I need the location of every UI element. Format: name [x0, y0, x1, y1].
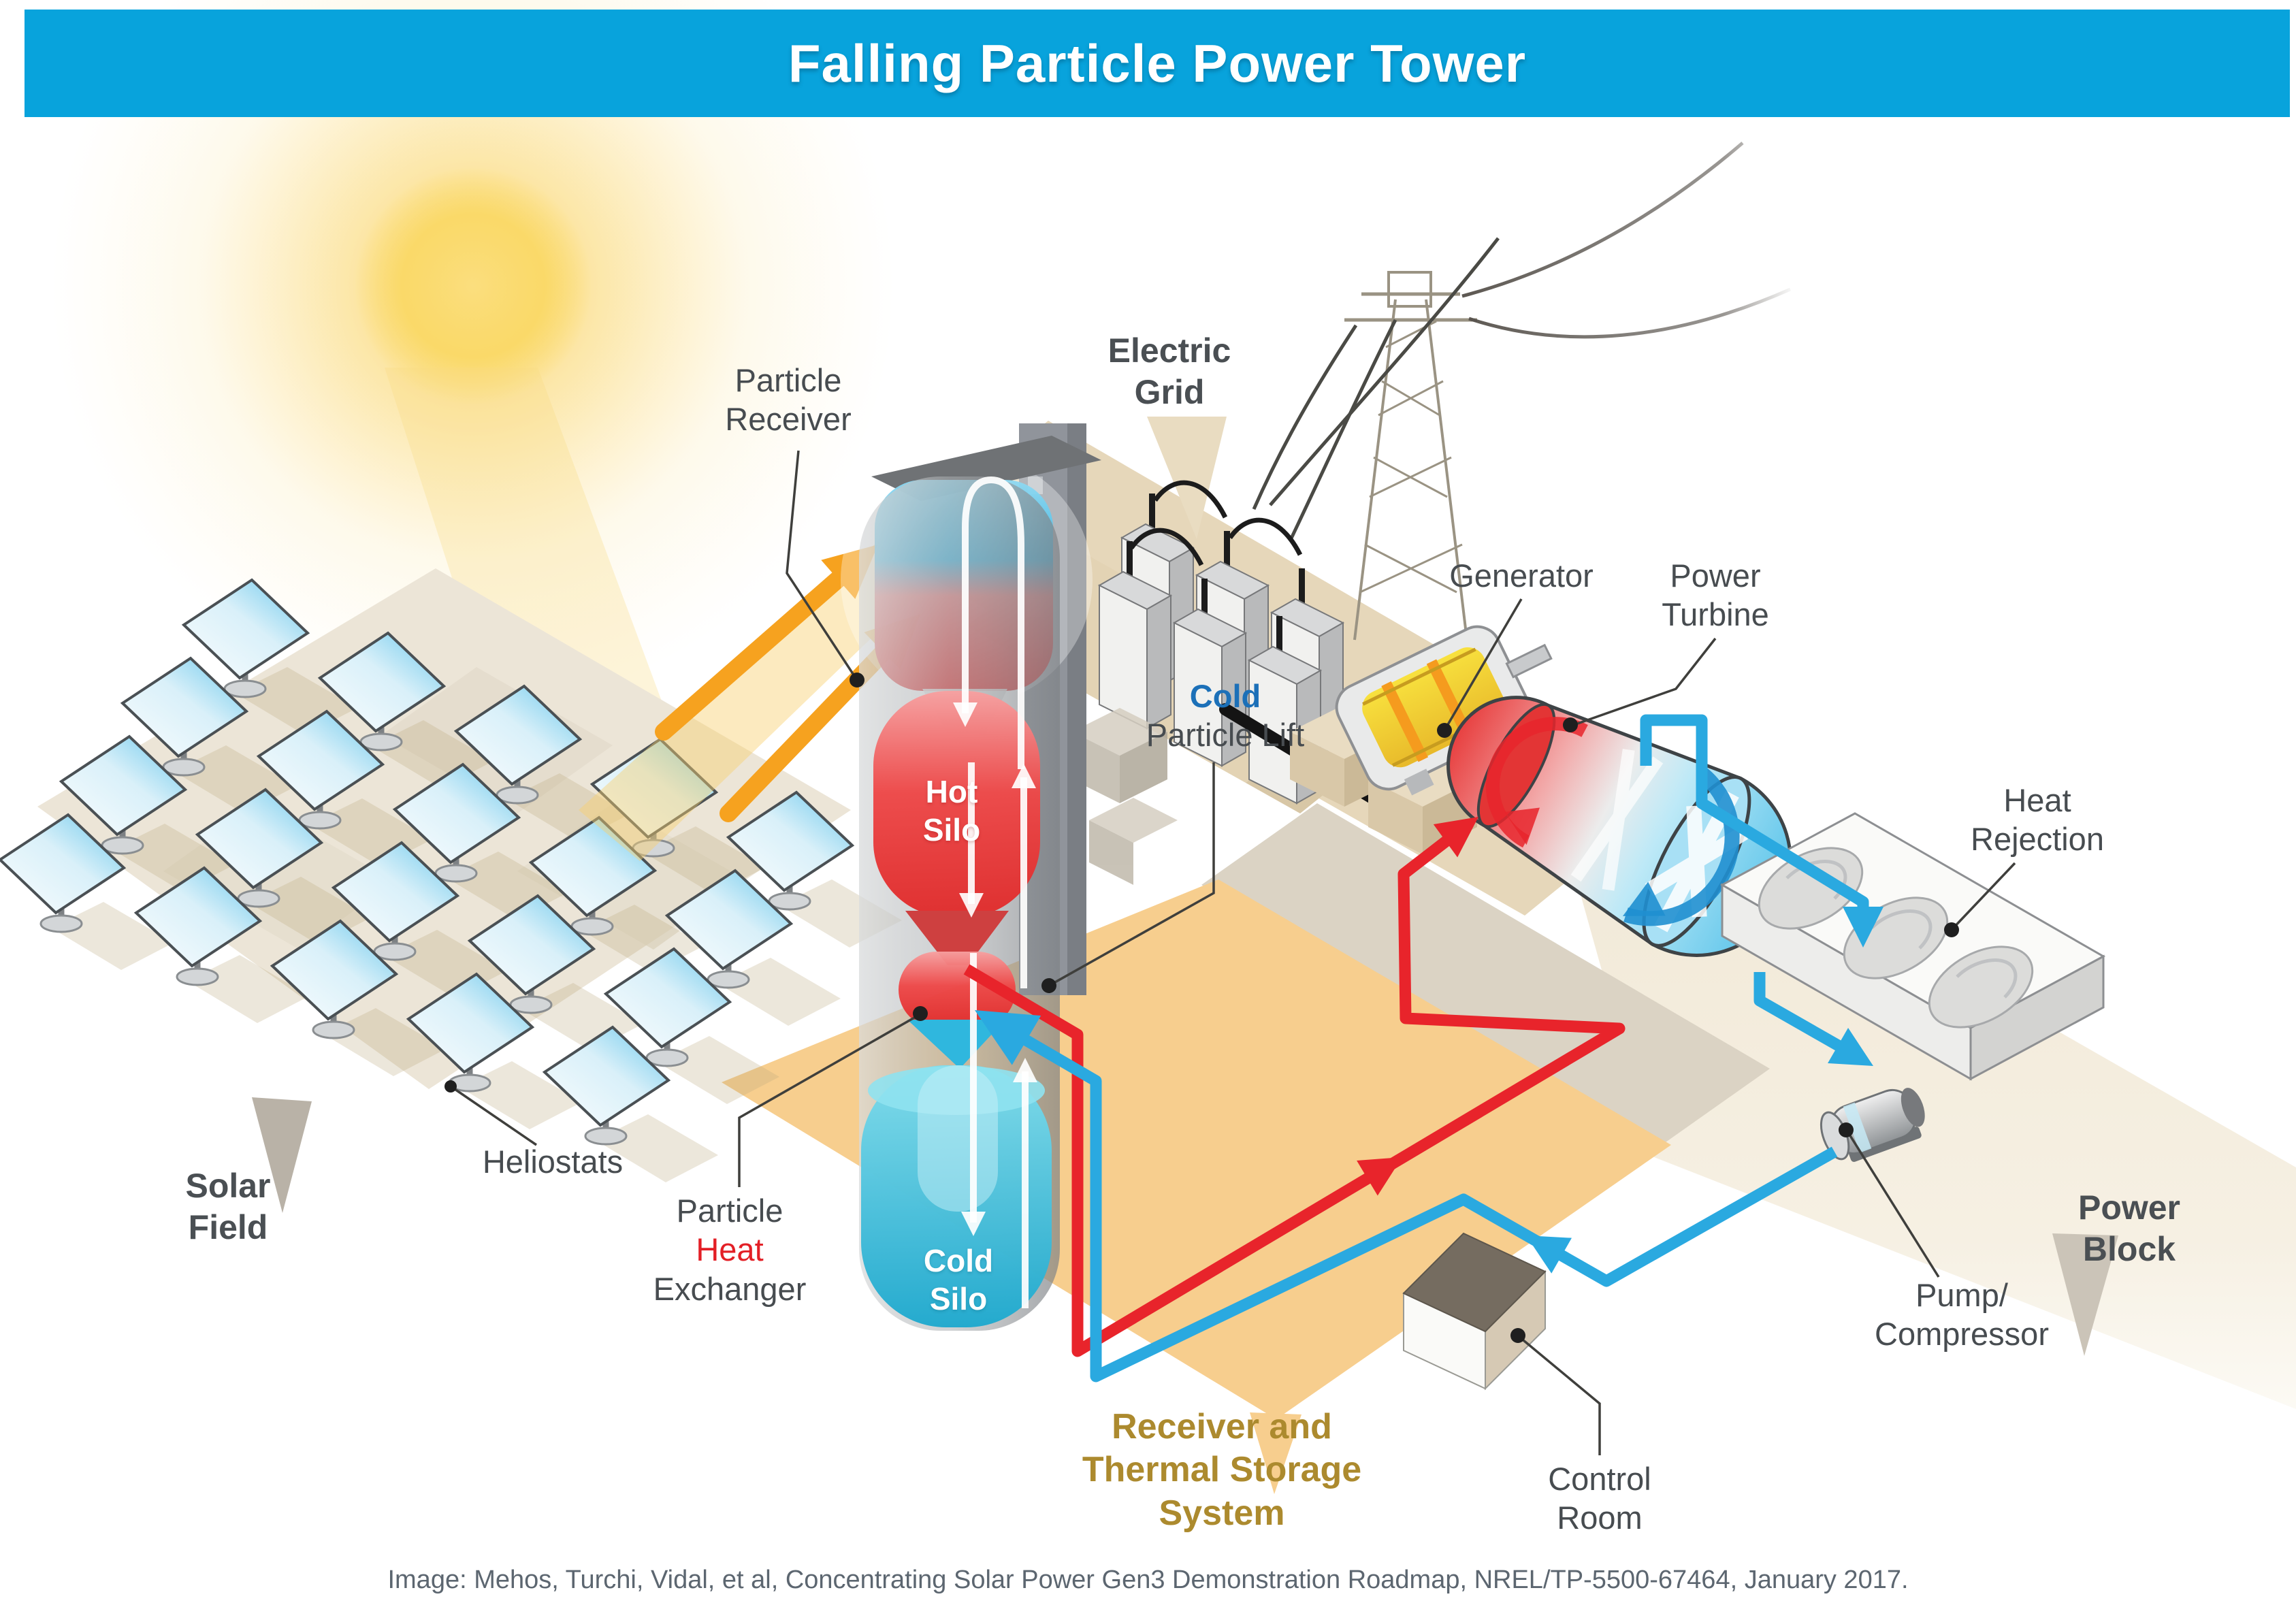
image-credit-caption: Image: Mehos, Turchi, Vidal, et al, Conc… — [387, 1566, 1909, 1594]
label-power-block: Power Block — [2077, 1188, 2181, 1268]
leader-lines — [454, 450, 2016, 1455]
label-cold-silo: Cold Silo — [923, 1243, 994, 1317]
label-solar-field: Solar Field — [185, 1167, 271, 1246]
label-generator: Generator — [1449, 557, 1594, 594]
substation-transformers — [1099, 480, 1344, 804]
particle-tower — [841, 423, 1101, 1331]
label-particle-receiver: Particle Receiver — [725, 362, 852, 438]
reflected-beam — [579, 541, 919, 861]
label-electric-grid: Electric Grid — [1107, 331, 1231, 411]
heat-rejection-unit — [1719, 812, 2106, 1081]
label-heat-rejection: Heat Rejection — [1971, 782, 2104, 858]
label-control-room: Control Room — [1548, 1461, 1651, 1536]
power-lines — [1252, 142, 1792, 543]
label-power-turbine: Power Turbine — [1662, 557, 1769, 633]
cold-pipe — [975, 714, 1883, 1382]
sun — [51, 0, 895, 708]
label-receiver-thermal-storage: Receiver and Thermal Storage System — [1082, 1407, 1362, 1533]
hot-pipe — [963, 817, 1626, 1357]
leader-dots — [444, 673, 1959, 1343]
label-cold-particle-lift: Cold Particle Lift — [1146, 678, 1305, 754]
transmission-tower — [1344, 271, 1477, 641]
label-pump-compressor: Pump/ Compressor — [1875, 1277, 2049, 1353]
page-title: Falling Particle Power Tower — [788, 33, 1527, 93]
label-heliostats: Heliostats — [482, 1144, 624, 1180]
label-hot-silo: Hot Silo — [922, 774, 981, 848]
title-bar: Falling Particle Power Tower — [25, 10, 2290, 117]
label-particle-heat-exchanger: Particle Heat Exchanger — [653, 1193, 807, 1307]
